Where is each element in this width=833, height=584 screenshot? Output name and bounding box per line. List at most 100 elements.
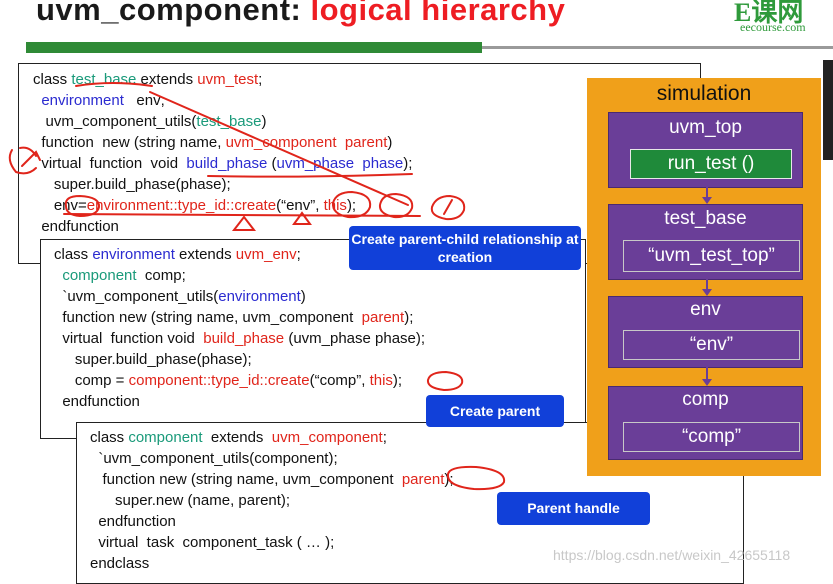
code-line: class component extends uvm_component; — [90, 427, 387, 448]
annotation-circle-this-env — [426, 370, 464, 392]
code-token: endfunction — [90, 513, 176, 530]
annotation-check-mark — [8, 146, 37, 175]
code-token: build_phase — [203, 330, 285, 347]
code-token: comp = — [54, 372, 129, 389]
code-line: endclass — [90, 553, 149, 574]
code-token: ); — [346, 197, 357, 214]
sim-block-label: uvm_top — [669, 117, 742, 138]
code-token: test_base — [196, 113, 262, 130]
annotation-circle-env — [64, 194, 101, 218]
code-token: component — [128, 429, 203, 446]
title-divider-line — [482, 46, 833, 49]
code-line: endfunction — [54, 391, 140, 412]
code-token: super.build_phase(phase); — [54, 351, 252, 368]
arrow-down-icon — [702, 289, 712, 296]
sim-block-uvm-top: uvm_top run_test () — [608, 112, 803, 188]
code-token: virtual task component_task ( … ); — [90, 534, 335, 551]
code-token: this — [323, 197, 347, 214]
code-box-component: class component extends uvm_component; `… — [76, 422, 744, 584]
code-line: function new (string name, uvm_component… — [54, 307, 413, 328]
title-underline-bar — [26, 42, 482, 53]
callout-parent-handle: Parent handle — [497, 492, 650, 525]
code-token: super.new (name, parent); — [90, 492, 291, 509]
code-token: ( — [267, 155, 277, 172]
code-token: ) — [387, 134, 393, 151]
watermark-url: https://blog.csdn.net/weixin_42655118 — [553, 547, 791, 563]
callout-create-parent-child: Create parent-child relationship at crea… — [349, 226, 581, 270]
code-token: extends — [174, 246, 236, 263]
arrow-connector — [706, 366, 708, 380]
simulation-panel: simulation uvm_top run_test () test_base… — [587, 78, 821, 476]
code-line: virtual function void build_phase (uvm_p… — [54, 328, 425, 349]
code-line: endfunction — [33, 216, 119, 237]
code-token: environment — [41, 92, 124, 109]
code-token: ; — [258, 71, 263, 88]
code-token: endfunction — [33, 218, 119, 235]
code-line: uvm_component_utils(test_base) — [33, 111, 267, 132]
code-token: endclass — [90, 555, 150, 572]
code-token: virtual function void — [33, 155, 187, 172]
code-token: (“env”, — [276, 197, 324, 214]
code-line: super.new (name, parent); — [90, 490, 290, 511]
sim-inner-comp: “comp” — [623, 422, 800, 452]
code-token: ) — [300, 288, 306, 305]
code-token: this — [369, 372, 393, 389]
code-token: parent — [361, 309, 405, 326]
code-token: component::type_id::create — [128, 372, 310, 389]
eecourse-logo: E课网 eecourse.com — [734, 0, 833, 38]
annotation-circle-parent — [446, 465, 506, 491]
code-token: (“comp”, — [309, 372, 370, 389]
code-token: class — [33, 71, 72, 88]
arrow-down-icon — [702, 379, 712, 386]
annotation-triangle-2 — [292, 211, 312, 225]
code-line: super.build_phase(phase); — [33, 174, 231, 195]
code-line: super.build_phase(phase); — [54, 349, 252, 370]
arrow-connector — [706, 278, 708, 290]
arrow-connector — [706, 186, 708, 198]
annotation-circle-this — [378, 192, 414, 219]
code-line: `uvm_component_utils(component); — [90, 448, 337, 469]
code-token: component — [62, 267, 137, 284]
sim-inner-env: “env” — [623, 330, 800, 360]
sim-block-label: test_base — [664, 208, 747, 229]
annotation-underline-test-base — [75, 82, 153, 87]
code-token: environment — [218, 288, 301, 305]
annotation-strike-line — [149, 91, 409, 206]
sim-block-label: env — [690, 299, 721, 320]
logo-text: eecourse.com — [740, 20, 806, 34]
code-line: env=environment::type_id::create(“env”, … — [33, 195, 356, 216]
code-token: endfunction — [54, 393, 140, 410]
code-environment: class environment extends uvm_env; compo… — [54, 244, 579, 424]
logo-mark-icon: E课网 — [734, 0, 804, 27]
sim-block-comp: comp “comp” — [608, 386, 803, 460]
code-token: `uvm_component_utils( — [54, 288, 219, 305]
code-token: ) — [261, 113, 267, 130]
code-token: uvm_env — [235, 246, 297, 263]
code-token: env= — [33, 197, 87, 214]
code-token: super.build_phase(phase); — [33, 176, 231, 193]
sim-inner-uvm-test-top: “uvm_test_top” — [623, 240, 800, 272]
code-token: function new (string name, — [33, 134, 226, 151]
code-line: comp = component::type_id::create(“comp”… — [54, 370, 402, 391]
annotation-underline-build-phase — [207, 173, 413, 178]
code-token: (uvm_phase phase); — [284, 330, 426, 347]
arrow-down-icon — [702, 197, 712, 204]
sim-inner-run-test: run_test () — [630, 149, 792, 179]
code-token: ); — [404, 309, 414, 326]
code-line: virtual task component_task ( … ); — [90, 532, 334, 553]
code-token: class — [90, 429, 129, 446]
slide-edge-shadow — [823, 60, 833, 160]
code-token: environment::type_id::create — [86, 197, 277, 214]
code-component: class component extends uvm_component; `… — [90, 427, 730, 577]
code-token: ); — [392, 372, 403, 389]
code-token: uvm_test — [197, 71, 259, 88]
slide-title-part1: uvm_component: — [36, 0, 311, 27]
code-line: class environment extends uvm_env; — [54, 244, 301, 265]
code-token: environment — [92, 246, 175, 263]
sim-block-test-base: test_base “uvm_test_top” — [608, 204, 803, 280]
code-token: extends — [202, 429, 272, 446]
code-token: extends — [136, 71, 198, 88]
code-token: ; — [296, 246, 301, 263]
code-token: parent — [401, 471, 445, 488]
